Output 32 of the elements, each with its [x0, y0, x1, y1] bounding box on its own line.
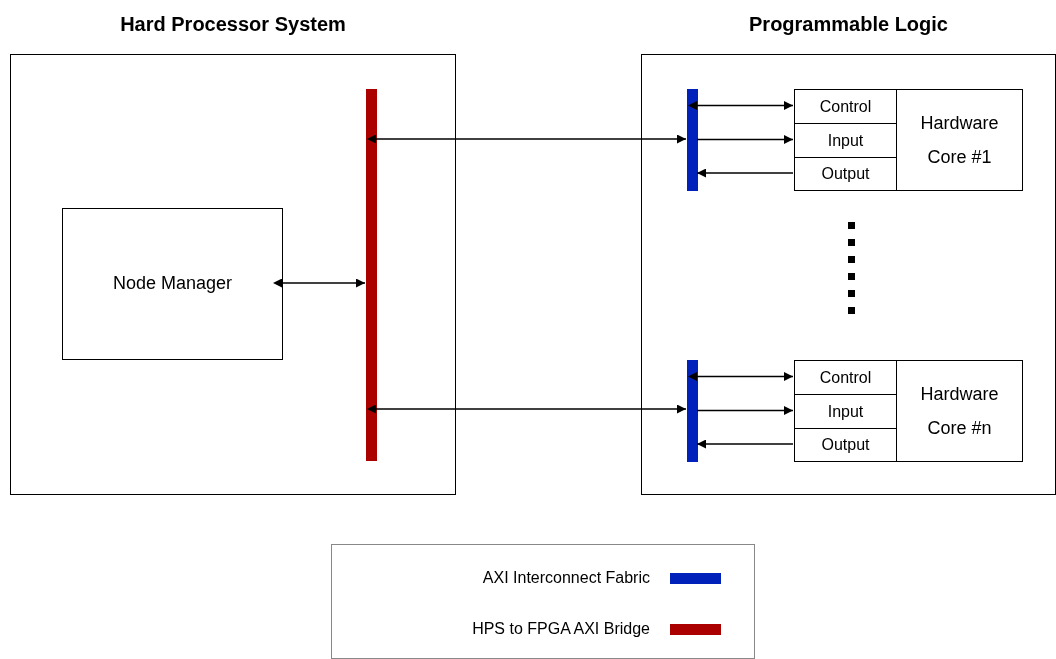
port-cell	[794, 89, 897, 124]
port-cell	[794, 360, 897, 395]
box-label: Hardware Core #1	[919, 111, 1000, 169]
arrow	[367, 404, 687, 414]
port-label: Control	[818, 367, 873, 388]
panel-heading: Hard Processor System	[119, 13, 347, 36]
port-label: Control	[818, 96, 873, 117]
hardware-core-box	[896, 360, 1023, 462]
legend-label: HPS to FPGA AXI Bridge	[472, 620, 650, 638]
bus-bar	[366, 89, 377, 461]
panel-heading: Programmable Logic	[748, 13, 949, 36]
arrow	[688, 372, 794, 381]
port-label: Input	[826, 401, 865, 422]
port-label: Input	[826, 130, 865, 151]
process-box	[62, 208, 283, 360]
port-cell	[794, 428, 897, 462]
hardware-core-box	[896, 89, 1023, 191]
port-label: Output	[820, 164, 871, 184]
arrow	[367, 134, 687, 144]
arrow	[688, 101, 794, 110]
bus-bar	[687, 360, 698, 462]
box-label: Hardware Core #n	[919, 382, 1000, 440]
arrow	[696, 168, 794, 178]
bus-bar	[687, 89, 698, 191]
arrow	[696, 135, 794, 144]
port-cell	[794, 157, 897, 191]
arrow	[696, 439, 794, 449]
port-label: Output	[820, 435, 871, 455]
box-label: Node Manager	[111, 273, 234, 295]
arrow	[696, 406, 794, 415]
legend-label: AXI Interconnect Fabric	[482, 569, 650, 587]
arrow	[273, 278, 366, 288]
